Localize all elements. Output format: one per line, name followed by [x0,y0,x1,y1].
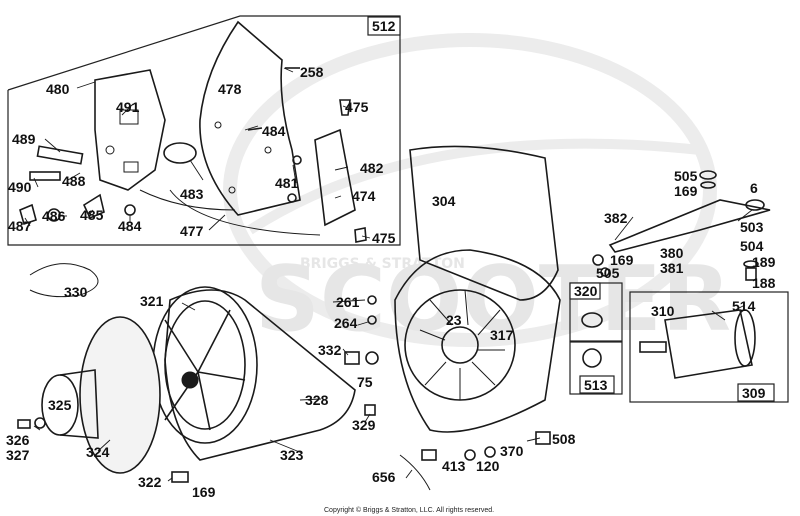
panel-478 [199,20,301,216]
label-264: 264 [334,315,358,331]
label-258: 258 [300,64,324,80]
label-310: 310 [651,303,675,319]
label-322: 322 [138,474,162,490]
label-321: 321 [140,293,164,309]
label-488: 488 [62,173,86,189]
label-317: 317 [490,327,514,343]
label-491: 491 [116,99,140,115]
label-188: 188 [752,275,776,291]
plate-491 [94,69,166,191]
label-474: 474 [352,188,376,204]
box-320: 320 [569,282,623,342]
label-487: 487 [8,218,32,234]
box-513: 513 [569,341,623,395]
part-labels: 480 491 478 258 475 484 489 488 490 483 … [6,64,776,500]
label-475-a: 475 [345,99,369,115]
label-477: 477 [180,223,204,239]
box-320-label: 320 [574,283,598,299]
label-380: 380 [660,245,684,261]
label-304: 304 [432,193,456,209]
shroud-304 [409,145,559,301]
label-480: 480 [46,81,70,97]
box-309: 309 [629,291,789,403]
label-169-c: 169 [192,484,216,500]
label-381: 381 [660,260,684,276]
label-330: 330 [64,284,88,300]
label-261: 261 [336,294,360,310]
watermark-brand: BRIGGS & STRATTON [300,256,465,272]
watermark: SCOOTER BRIGGS & STRATTON [223,33,731,352]
label-169-a: 169 [674,183,698,199]
label-504: 504 [740,238,764,254]
leader-lines [24,67,753,482]
watermark-text: SCOOTER [255,247,731,352]
box-309-label: 309 [742,385,766,401]
label-324: 324 [86,444,110,460]
screen-324 [79,316,161,474]
label-23: 23 [446,312,462,328]
blower-housing-317 [394,249,561,433]
cup-325 [41,369,99,439]
label-484-a: 484 [262,123,286,139]
backplate-323 [164,289,356,461]
label-482: 482 [360,160,384,176]
label-6: 6 [750,180,758,196]
label-328: 328 [305,392,329,408]
hardware [17,295,551,491]
label-490: 490 [8,179,32,195]
label-503: 503 [740,219,764,235]
copyright-notice: Copyright © Briggs & Stratton, LLC. All … [324,506,494,514]
label-189: 189 [752,254,776,270]
label-508: 508 [552,431,576,447]
label-370: 370 [500,443,524,459]
label-475-b: 475 [372,230,396,246]
label-120: 120 [476,458,500,474]
label-505-b: 505 [596,265,620,281]
label-505-a: 505 [674,168,698,184]
label-485: 485 [80,207,104,223]
small-parts-512 [19,67,367,243]
label-382: 382 [604,210,628,226]
label-486: 486 [42,208,66,224]
label-326: 326 [6,432,30,448]
box-513-label: 513 [584,377,608,393]
label-413: 413 [442,458,466,474]
label-75: 75 [357,374,373,390]
wire-330 [29,263,99,298]
label-329: 329 [352,417,376,433]
label-514: 514 [732,298,756,314]
box-512: 512 [7,15,401,246]
label-489: 489 [12,131,36,147]
label-325: 325 [48,397,72,413]
label-323: 323 [280,447,304,463]
label-656: 656 [372,469,396,485]
label-169-b: 169 [610,252,634,268]
label-478: 478 [218,81,242,97]
label-327: 327 [6,447,30,463]
box-512-label: 512 [372,18,396,34]
linkage-parts [592,170,771,281]
label-483: 483 [180,186,204,202]
label-332: 332 [318,342,342,358]
label-481: 481 [275,175,299,191]
label-484-b: 484 [118,218,142,234]
